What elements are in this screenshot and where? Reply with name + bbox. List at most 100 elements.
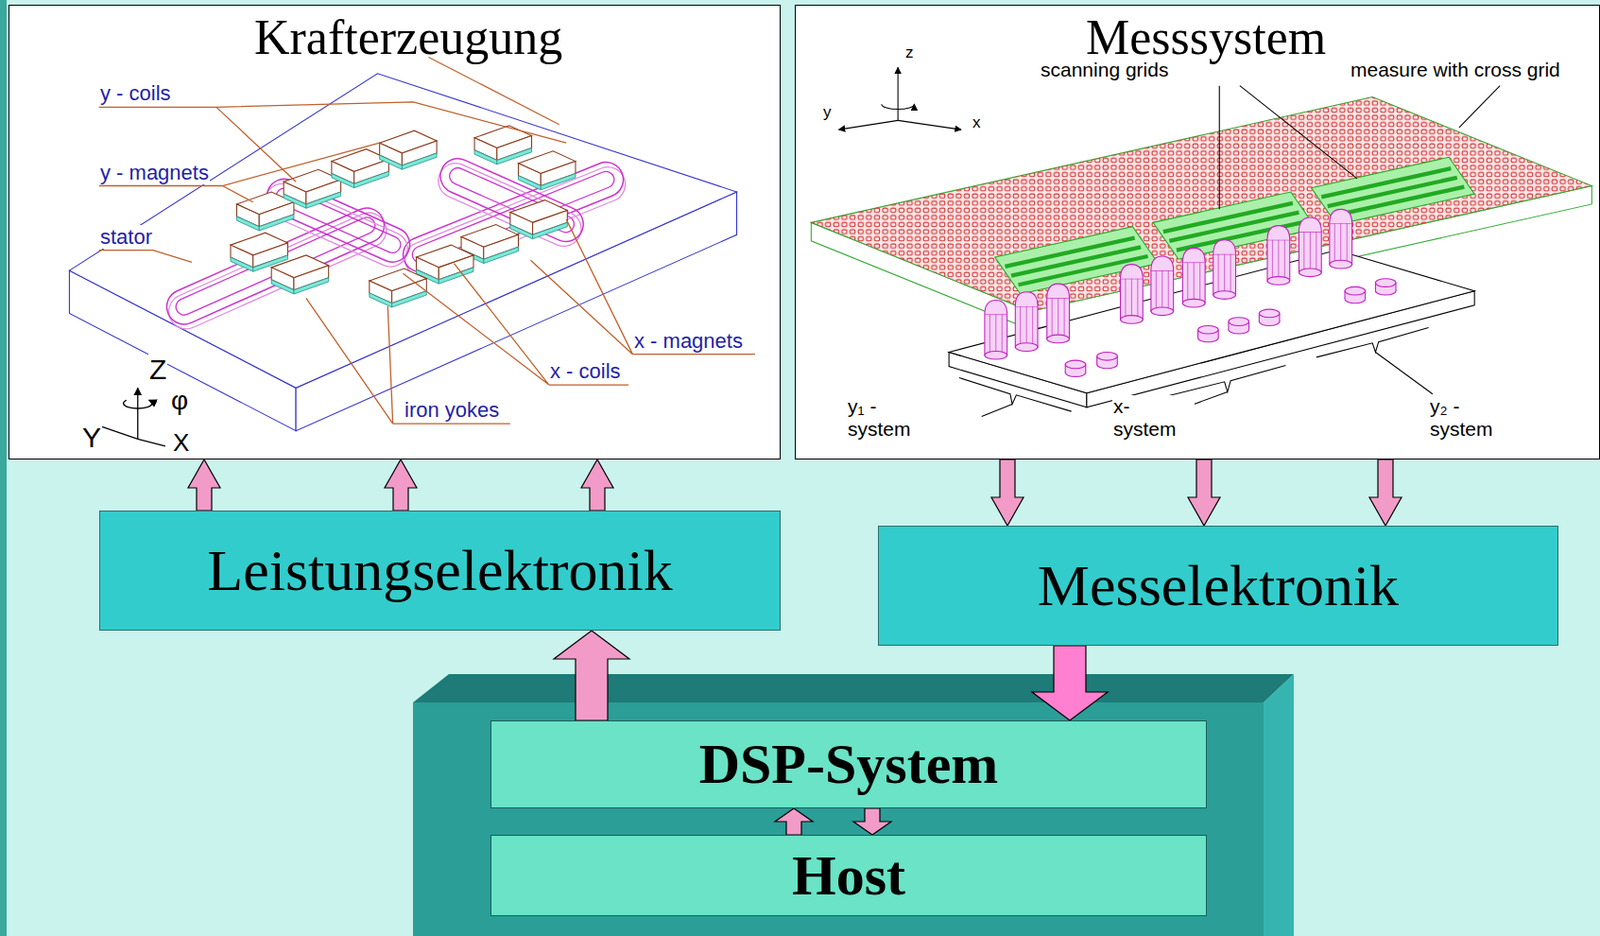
magnet-set: [230, 232, 288, 272]
axis-cross: [881, 103, 915, 109]
electronics-box: Leistungselektronik: [99, 510, 781, 631]
panel-title: Krafterzeugung: [254, 9, 563, 67]
leader-line: [428, 56, 559, 124]
part-label: measure with cross grid: [1349, 58, 1562, 82]
magnet-set: [369, 268, 427, 308]
processor-box: DSP-System: [490, 720, 1207, 809]
group-brace: [1316, 327, 1429, 358]
edge-strip: [0, 0, 7, 936]
block-arrow: [1369, 459, 1402, 526]
magnet-set: [510, 200, 568, 240]
sensor-set: [1120, 264, 1144, 325]
axis-label: y: [822, 103, 833, 122]
block-arrow: [384, 459, 417, 511]
magnet-set: [230, 125, 576, 308]
sensor-set: [1065, 360, 1086, 377]
block-arrow: [553, 630, 630, 721]
label-anchor: scanning grids: [1039, 58, 1170, 82]
axis-cross: [839, 67, 963, 130]
sensor-set: [1344, 286, 1366, 303]
axis-label: z: [904, 43, 915, 63]
axis-label: Y: [81, 421, 103, 455]
group-brace: [959, 327, 1433, 417]
drawing: [68, 56, 1592, 446]
controller-housing: [1263, 673, 1294, 936]
label-anchor: Y: [81, 421, 103, 455]
sensor-set: [1375, 278, 1396, 295]
label-anchor: φ: [170, 385, 190, 416]
stator-slab: [68, 73, 737, 431]
part-label: stator: [99, 224, 154, 249]
sensor-set: [1151, 256, 1174, 316]
label-anchor: x: [971, 113, 982, 133]
part-label: y - magnets: [99, 160, 210, 185]
sensor-set: [984, 208, 1396, 377]
group-brace: [981, 404, 1013, 417]
box-label: Host: [791, 843, 906, 909]
carriage: [948, 250, 1475, 408]
sensor-set: [1198, 325, 1220, 342]
leader-line: [1219, 86, 1500, 210]
sensor-set: [984, 299, 1008, 360]
label-anchor: x- system: [1112, 395, 1195, 441]
panel-ground: [794, 4, 1600, 460]
axis-label: X: [172, 429, 190, 458]
scale-slab: [810, 97, 1592, 312]
sensor-set: [1267, 225, 1291, 286]
sensor-set: [1097, 351, 1119, 368]
axis-cross: [102, 426, 138, 439]
label-anchor: measure with cross grid: [1349, 58, 1562, 82]
block-arrow: [853, 808, 892, 835]
label-anchor: iron yokes: [403, 397, 500, 422]
sensor-set: [1047, 283, 1070, 344]
part-label: x - coils: [549, 359, 622, 383]
block-arrow: [1032, 645, 1108, 721]
group-brace: [1190, 392, 1228, 406]
part-label: x - magnets: [633, 328, 744, 353]
sensor-set: [1298, 217, 1322, 277]
leader-line: [99, 56, 756, 424]
axis-cross: [123, 399, 153, 409]
axis-cross: [839, 120, 899, 130]
group-brace: [1163, 365, 1287, 397]
scale-slab: [810, 97, 1592, 312]
label-anchor: x - magnets: [633, 328, 744, 353]
leader-line: [1219, 86, 1500, 210]
label-anchor: y₁ - system: [846, 395, 930, 441]
system-label: x- system: [1112, 395, 1195, 441]
axis-cross: [102, 387, 166, 447]
leader-line: [306, 297, 511, 424]
group-brace: [1375, 351, 1432, 394]
label-anchor: stator: [99, 224, 154, 249]
sensor-set: [1258, 309, 1280, 326]
axis-cross: [137, 387, 138, 439]
group-brace: [959, 377, 1072, 412]
axis-cross: [897, 120, 962, 130]
label-anchor: y₂ - system: [1428, 395, 1512, 441]
label-anchor: z: [904, 43, 915, 63]
block-arrow: [188, 459, 221, 511]
box-label: Leistungselektronik: [206, 536, 672, 604]
axis-label: φ: [170, 385, 190, 416]
panel-ground: [8, 4, 781, 460]
part-label: y - coils: [99, 81, 173, 105]
panel-title: Messsystem: [1085, 9, 1326, 67]
label-anchor: y - coils: [99, 81, 173, 105]
host-box: Host: [490, 834, 1207, 916]
block-arrow: [1187, 459, 1221, 526]
box-label: Messelektronik: [1037, 551, 1399, 620]
part-label: iron yokes: [403, 397, 500, 422]
label-anchor: y - magnets: [99, 160, 210, 185]
label-anchor: Z: [148, 353, 168, 387]
sensor-set: [1182, 247, 1205, 308]
part-label: scanning grids: [1039, 58, 1170, 82]
sensor-set: [1228, 317, 1250, 334]
electronics-box: Messelektronik: [877, 525, 1559, 646]
magnet-set: [517, 151, 575, 190]
controller-housing: [412, 673, 1294, 936]
label-anchor: x - coils: [549, 359, 622, 383]
leader-line: [99, 250, 192, 263]
sensor-set: [1213, 240, 1237, 300]
magnet-set: [379, 130, 437, 170]
